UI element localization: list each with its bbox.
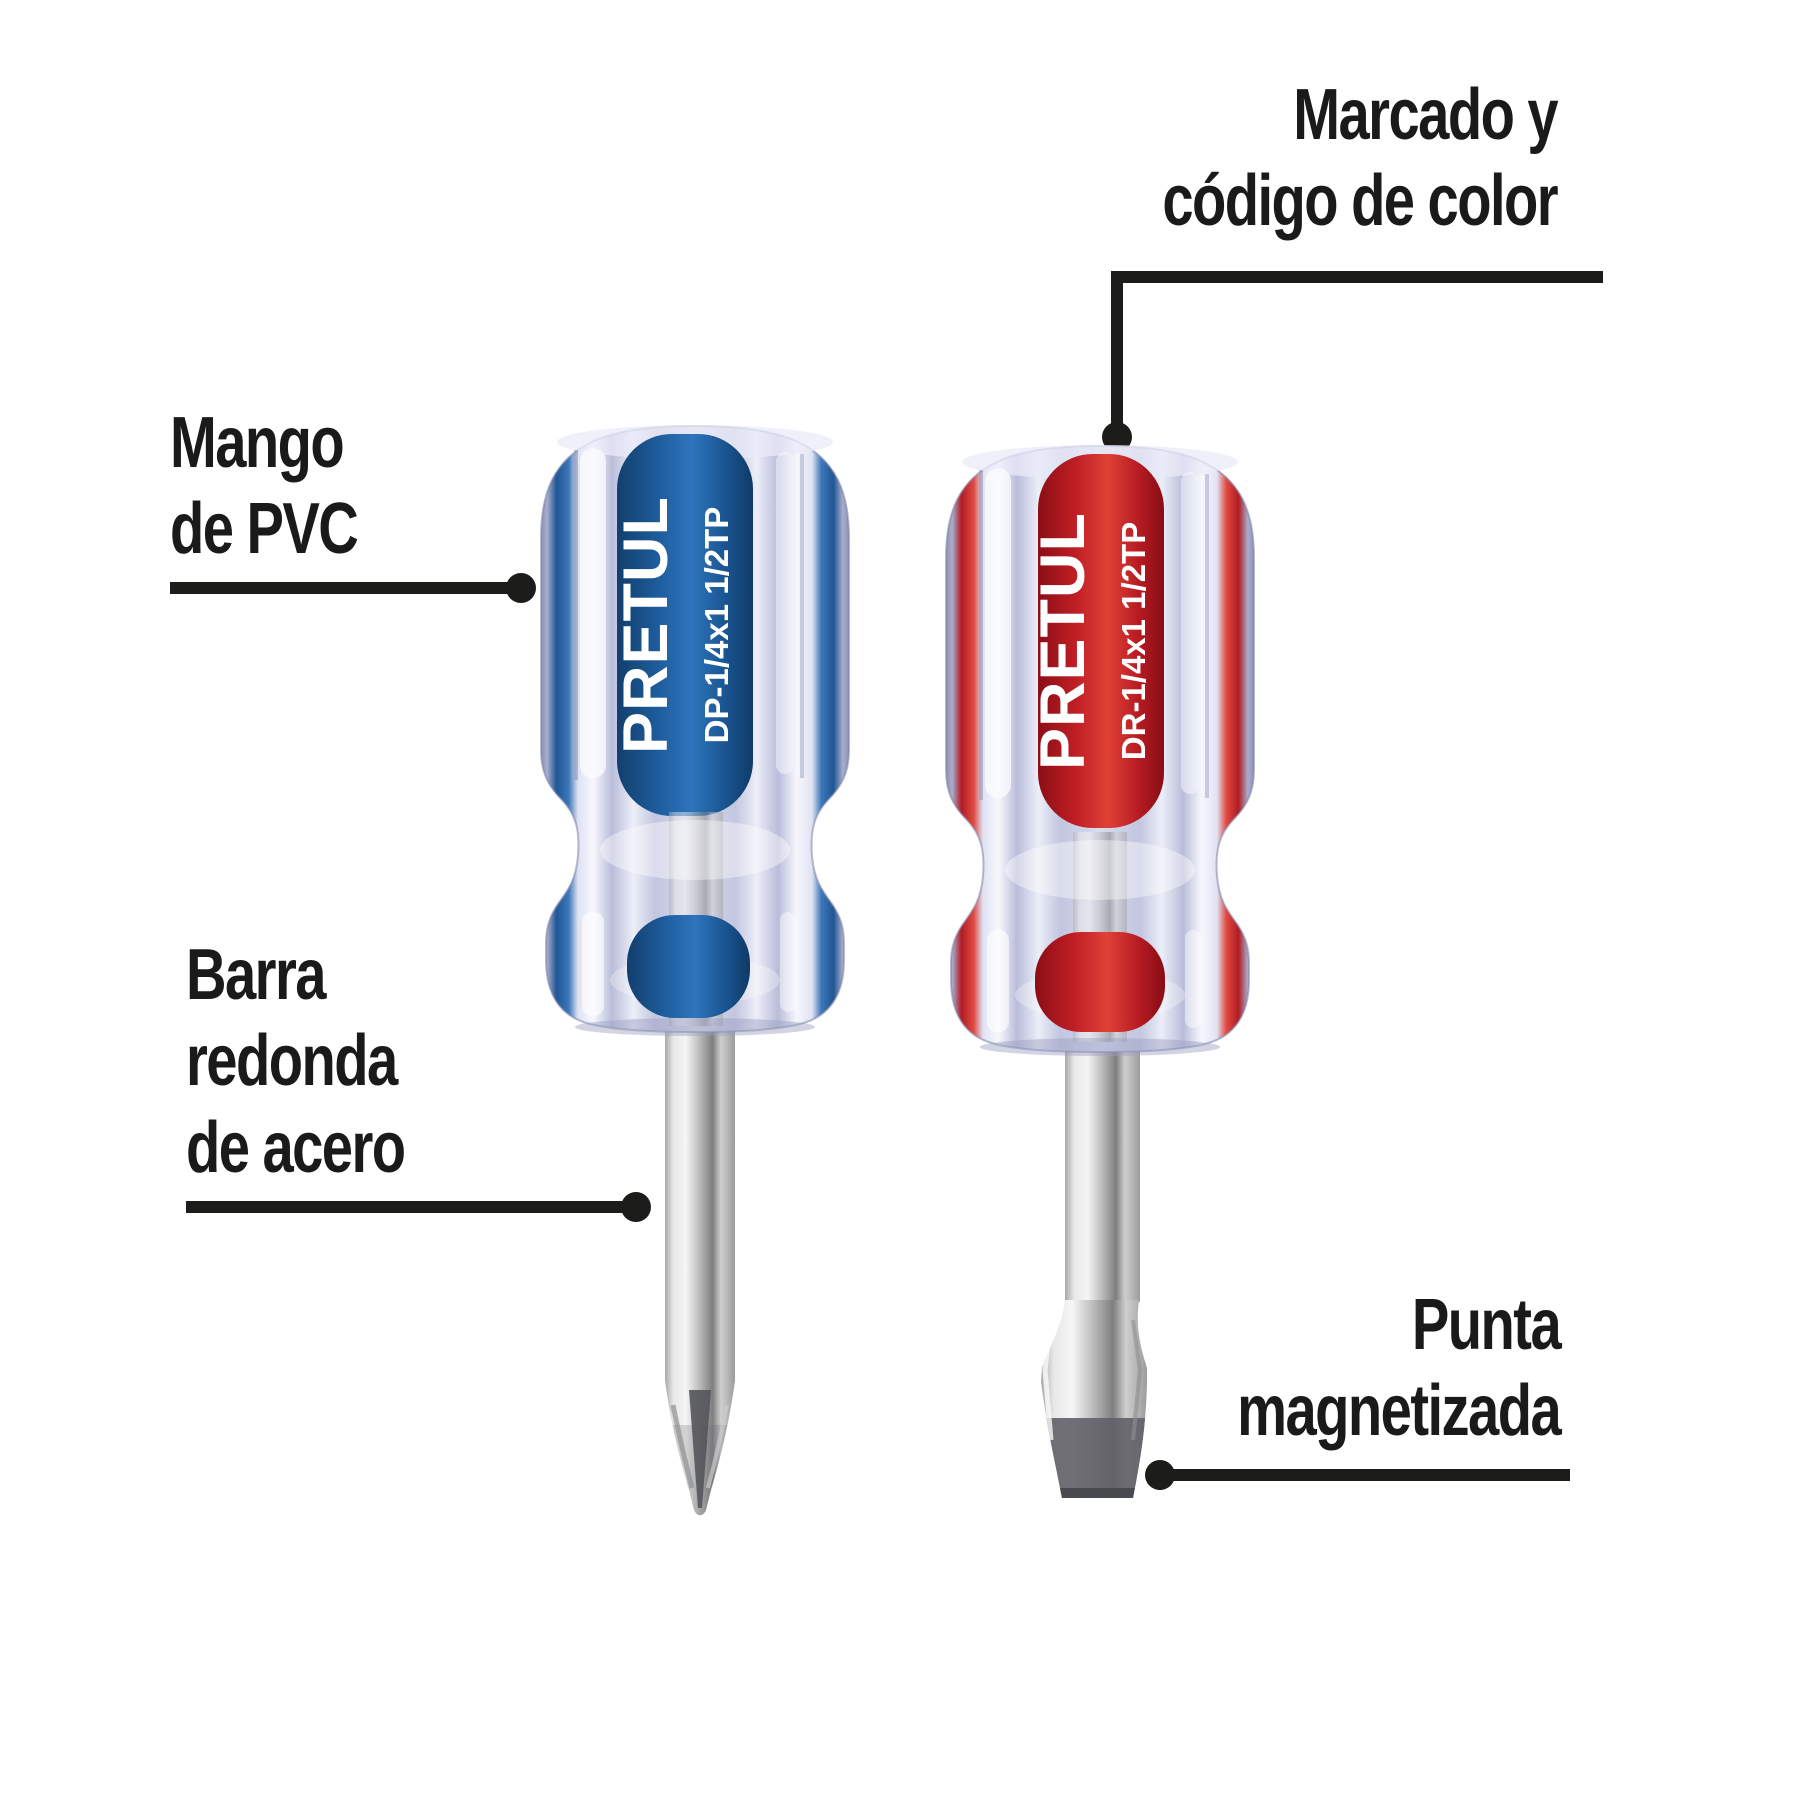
steel-shaft <box>665 1020 735 1382</box>
handle-flute-highlight <box>1181 472 1199 794</box>
label-color-code: Marcado y código de color <box>1162 72 1558 245</box>
label-line: Marcado y <box>1293 75 1558 155</box>
model-text: DR-1/4x1 1/2TP <box>1115 522 1152 760</box>
label-line: Punta <box>1411 1285 1562 1365</box>
handle-facet-seam <box>800 454 804 778</box>
leader-dot-pvc-handle <box>506 573 536 603</box>
handle-facet-seam <box>1205 474 1209 798</box>
collar-color-oval <box>1035 932 1165 1032</box>
leader-magnetic-tip <box>1160 1469 1570 1481</box>
label-steel-bar: Barra redonda de acero <box>186 932 406 1191</box>
label-line: código de color <box>1162 161 1558 242</box>
steel-shaft <box>1065 1040 1140 1302</box>
model-text: DP-1/4x1 1/2TP <box>698 507 735 744</box>
screwdriver-flat-illustration: PRETUL DR-1/4x1 1/2TP <box>945 444 1255 1498</box>
label-line: de acero <box>186 1107 406 1188</box>
handle-flute-highlight <box>776 452 794 774</box>
brand-text: PRETUL <box>1028 512 1098 770</box>
collar-color-oval <box>627 915 750 1018</box>
leader-steel-bar <box>186 1201 632 1213</box>
leader-dot-magnetic-tip <box>1145 1460 1175 1490</box>
label-pvc-handle: Mango de PVC <box>170 400 359 573</box>
leader-color-code-horizontal <box>1111 271 1603 283</box>
collar-highlight <box>582 912 604 1016</box>
collar-bottom-shadow <box>980 1038 1220 1056</box>
handle-facet-seam <box>574 450 578 780</box>
leader-pvc-handle <box>170 582 520 594</box>
leader-color-code-vertical <box>1111 271 1123 431</box>
handle-flute-highlight <box>580 448 606 778</box>
label-line: de PVC <box>170 489 359 570</box>
waist-sheen <box>600 820 790 880</box>
label-line: magnetizada <box>1236 1371 1562 1452</box>
waist-sheen <box>1005 840 1195 900</box>
handle-flute-highlight <box>985 468 1011 798</box>
collar-bottom-shadow <box>575 1018 815 1036</box>
collar-highlight <box>987 930 1009 1032</box>
brand-panel <box>617 434 753 816</box>
screwdriver-phillips-illustration: PRETUL DP-1/4x1 1/2TP <box>540 424 850 1516</box>
handle-facet-seam <box>979 470 983 800</box>
label-magnetic-tip: Punta magnetizada <box>1236 1282 1562 1455</box>
phillips-tip-shading <box>665 1390 735 1516</box>
label-line: Mango <box>170 403 345 483</box>
collar-highlight <box>780 912 796 1012</box>
brand-text: PRETUL <box>611 496 681 754</box>
leader-dot-steel-bar <box>621 1192 651 1222</box>
label-line: Barra <box>186 935 326 1015</box>
brand-panel <box>1038 454 1164 828</box>
label-line: redonda <box>186 1021 398 1102</box>
collar-highlight <box>1185 930 1201 1028</box>
